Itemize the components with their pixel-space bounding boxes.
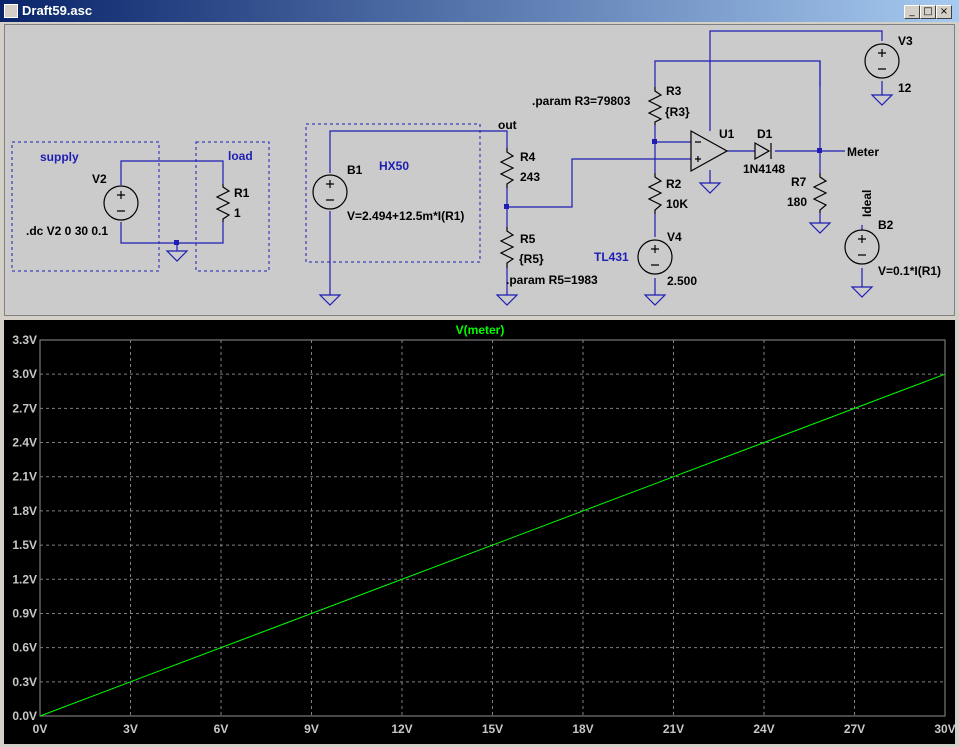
b1-name: B1 xyxy=(347,163,363,177)
x-tick-label: 12V xyxy=(391,722,412,736)
r7-value: 180 xyxy=(787,195,807,209)
close-button[interactable]: × xyxy=(936,5,952,19)
y-tick-label: 0.3V xyxy=(12,675,37,689)
series-line-vmeter xyxy=(39,373,946,717)
b2-value: V=0.1*I(R1) xyxy=(878,264,941,278)
x-tick-label: 3V xyxy=(123,722,138,736)
plot-grid xyxy=(40,340,945,716)
y-tick-label: 3.3V xyxy=(12,333,37,347)
ideal-label: Ideal xyxy=(860,190,874,217)
r5-name: R5 xyxy=(520,232,536,246)
meter-net-label: Meter xyxy=(847,145,879,159)
y-tick-label: 3.0V xyxy=(12,367,37,381)
supply-label: supply xyxy=(40,150,79,164)
b2-symbol xyxy=(844,229,880,265)
d1-value: 1N4148 xyxy=(743,162,785,176)
r4-name: R4 xyxy=(520,150,536,164)
voltage-sources xyxy=(103,43,900,275)
r7-name: R7 xyxy=(791,175,807,189)
diode-symbol xyxy=(754,141,772,161)
x-tick-label: 15V xyxy=(482,722,503,736)
waveform-chart: V(meter) 0.0V 0.3V 0.6V 0.9V 1.2V 1.5V 1.8V 2.1… xyxy=(12,323,955,736)
maximize-button[interactable]: □ xyxy=(920,5,936,19)
b2-name: B2 xyxy=(878,218,894,232)
v4-value: 2.500 xyxy=(667,274,697,288)
load-label: load xyxy=(228,149,253,163)
r7-symbol xyxy=(812,173,828,213)
y-tick-label: 0.6V xyxy=(12,641,37,655)
v2-symbol xyxy=(103,185,139,221)
v3-value: 12 xyxy=(898,81,912,95)
y-tick-label: 1.2V xyxy=(12,572,37,586)
r1-symbol xyxy=(215,184,231,222)
hx50-box xyxy=(305,123,481,263)
x-tick-label: 24V xyxy=(753,722,774,736)
r2-value: 10K xyxy=(666,197,688,211)
plot-series xyxy=(39,373,946,717)
y-tick-label: 1.8V xyxy=(12,504,37,518)
x-tick-label: 21V xyxy=(663,722,684,736)
schematic-pane[interactable]: supply load V2 R1 1 .dc V2 0 30 0.1 HX50… xyxy=(4,24,955,316)
tl431-label: TL431 xyxy=(594,250,629,264)
app-icon xyxy=(4,4,18,18)
out-net-label: out xyxy=(498,118,517,132)
b1-value: V=2.494+12.5m*I(R1) xyxy=(347,209,464,223)
y-tick-label: 0.9V xyxy=(12,606,37,620)
u1-name: U1 xyxy=(719,127,735,141)
y-tick-label: 1.5V xyxy=(12,538,37,552)
minimize-button[interactable]: _ xyxy=(904,5,920,19)
y-tick-label: 2.4V xyxy=(12,436,37,450)
param-r5: .param R5=1983 xyxy=(506,273,598,287)
r2-name: R2 xyxy=(666,177,682,191)
x-axis-ticks: 0V 3V 6V 9V 12V 15V 18V 21V 24V 27V 30V xyxy=(33,722,955,736)
v4-symbol xyxy=(637,239,673,275)
plot-frame xyxy=(39,339,946,717)
x-tick-label: 6V xyxy=(214,722,229,736)
b1-symbol xyxy=(312,174,348,210)
ground-symbols xyxy=(165,94,894,306)
param-r3: .param R3=79803 xyxy=(532,94,631,108)
y-tick-label: 2.7V xyxy=(12,401,37,415)
junctions xyxy=(174,139,822,245)
d1-name: D1 xyxy=(757,127,773,141)
window-titlebar: Draft59.asc _ □ × xyxy=(0,0,959,22)
v3-name: V3 xyxy=(898,34,913,48)
r3-symbol xyxy=(647,87,663,125)
r3-value: {R3} xyxy=(665,105,690,119)
resistors xyxy=(215,87,828,268)
y-tick-label: 0.0V xyxy=(12,709,37,723)
r3-name: R3 xyxy=(666,84,682,98)
wires xyxy=(120,30,883,295)
window-title: Draft59.asc xyxy=(22,3,93,18)
y-axis-ticks: 0.0V 0.3V 0.6V 0.9V 1.2V 1.5V 1.8V 2.1V 2.4V 2.7V… xyxy=(12,333,37,723)
y-tick-label: 2.1V xyxy=(12,470,37,484)
x-tick-label: 18V xyxy=(572,722,593,736)
r4-symbol xyxy=(499,148,515,188)
r2-symbol xyxy=(647,173,663,214)
r4-value: 243 xyxy=(520,170,540,184)
r5-value: {R5} xyxy=(519,252,544,266)
x-tick-label: 27V xyxy=(844,722,865,736)
waveform-pane[interactable]: V(meter) 0.0V 0.3V 0.6V 0.9V 1.2V 1.5V 1.8V 2.1… xyxy=(4,320,955,744)
r5-symbol xyxy=(499,227,515,268)
r1-name: R1 xyxy=(234,186,250,200)
v3-symbol xyxy=(864,43,900,79)
x-tick-label: 30V xyxy=(934,722,955,736)
opamp-symbol xyxy=(690,129,729,173)
v4-name: V4 xyxy=(667,230,682,244)
dc-directive: .dc V2 0 30 0.1 xyxy=(26,224,108,238)
v2-name: V2 xyxy=(92,172,107,186)
load-box xyxy=(195,141,270,272)
hx50-label: HX50 xyxy=(379,159,409,173)
supply-box xyxy=(11,141,160,272)
trace-label-vmeter[interactable]: V(meter) xyxy=(456,323,505,337)
r1-value: 1 xyxy=(234,206,241,220)
x-tick-label: 9V xyxy=(304,722,319,736)
schematic-canvas: supply load V2 R1 1 .dc V2 0 30 0.1 HX50… xyxy=(11,30,941,306)
x-tick-label: 0V xyxy=(33,722,48,736)
